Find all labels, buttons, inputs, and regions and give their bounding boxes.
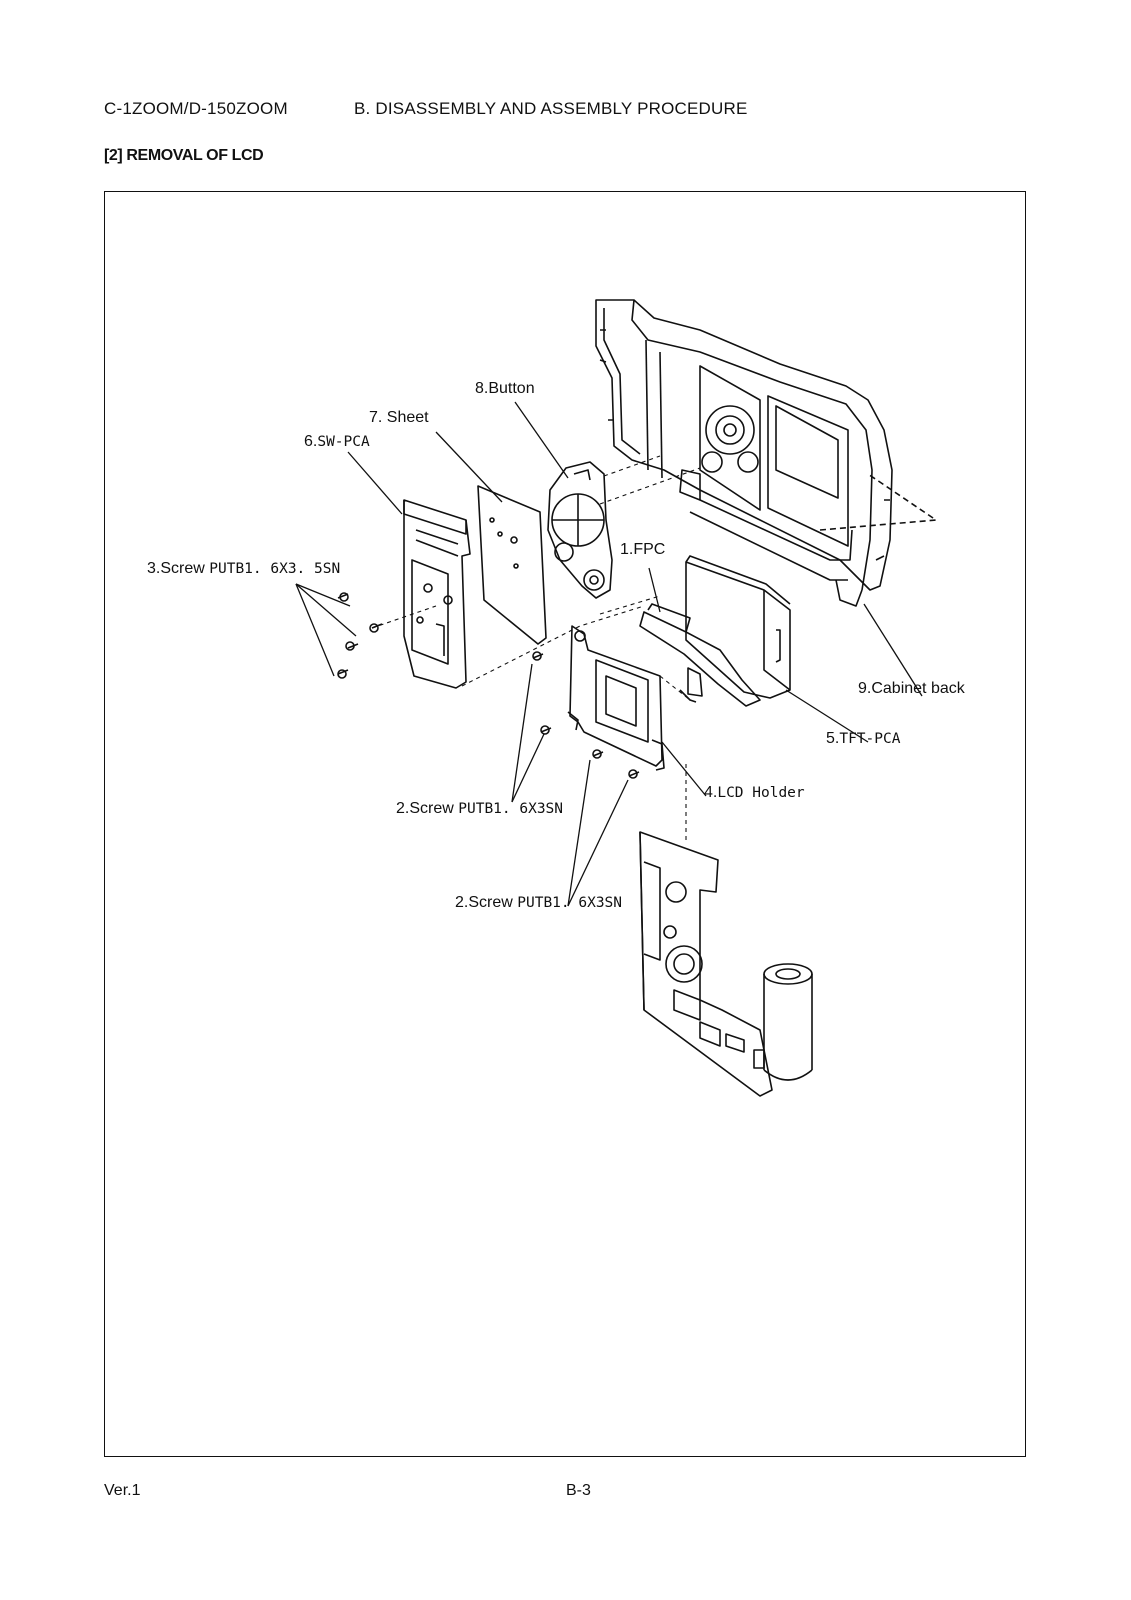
callout-sw-pca: 6.SW-PCA (304, 433, 370, 450)
cabinet-back-drawing (595, 299, 937, 607)
lcd-holder-drawing (567, 625, 665, 771)
button-drawing (547, 461, 613, 599)
callout-sheet: 7. Sheet (369, 409, 429, 426)
sheet-drawing (477, 485, 547, 645)
version-label: Ver.1 (104, 1482, 141, 1499)
figure-frame (104, 191, 1026, 1457)
sw-pca-drawing (403, 499, 471, 689)
callout-screw-2b: 2.Screw PUTB1. 6X3SN (455, 894, 623, 911)
callout-button: 8.Button (475, 380, 535, 397)
model-name: C-1ZOOM/D-150ZOOM (104, 99, 288, 118)
callout-screw-2a: 2.Screw PUTB1. 6X3SN (396, 800, 564, 817)
section-title: [2] REMOVAL OF LCD (104, 147, 264, 164)
callout-lines (295, 401, 923, 907)
screws-drawing (337, 592, 640, 779)
main-board-drawing (639, 831, 813, 1097)
tft-pca-drawing (685, 555, 791, 699)
chapter-title: B. DISASSEMBLY AND ASSEMBLY PROCEDURE (354, 99, 748, 118)
callout-cabinet-back: 9.Cabinet back (858, 680, 965, 697)
page-number: B-3 (566, 1482, 591, 1499)
assembly-guides (371, 455, 701, 840)
callout-screw-3: 3.Screw PUTB1. 6X3. 5SN (147, 560, 341, 577)
fpc-drawing (639, 603, 761, 707)
callout-tft-pca: 5.TFT-PCA (826, 730, 901, 747)
callout-lcd-holder: 4.LCD Holder (704, 784, 805, 801)
callout-fpc: 1.FPC (620, 541, 666, 558)
